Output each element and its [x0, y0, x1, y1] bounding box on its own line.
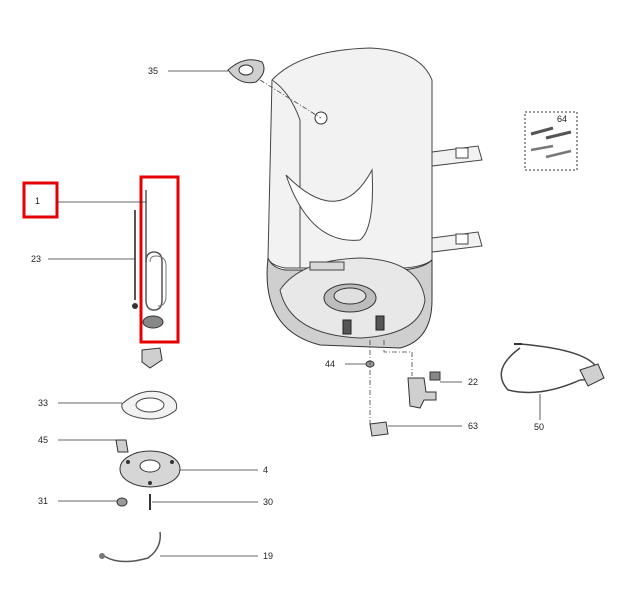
label-30: 30	[263, 497, 273, 507]
label-63: 63	[468, 421, 478, 431]
water-heater-tank[interactable]	[266, 47, 433, 349]
label-1: 1	[35, 196, 40, 206]
part-1-heating-element[interactable]	[142, 190, 167, 329]
part-63-drain-fitting[interactable]	[369, 421, 389, 437]
label-45: 45	[38, 435, 48, 445]
label-64: 64	[557, 114, 567, 124]
label-4: 4	[263, 465, 268, 475]
element-clamp	[141, 347, 163, 369]
part-19-thermostat-cable[interactable]	[99, 531, 161, 563]
highlight-box-part-1-element	[139, 175, 180, 344]
part-33-gasket[interactable]	[121, 390, 178, 420]
wall-bracket-lower	[431, 231, 483, 253]
part-22-safety-valve[interactable]	[407, 371, 441, 409]
label-44: 44	[325, 359, 335, 369]
part-31-nut[interactable]	[116, 497, 128, 507]
part-23-anode-rod[interactable]	[132, 210, 138, 309]
part-64-fixing-kit[interactable]	[524, 111, 578, 171]
label-19: 19	[263, 551, 273, 561]
wall-bracket-upper	[431, 145, 483, 167]
label-22: 22	[468, 377, 478, 387]
label-50: 50	[534, 422, 544, 432]
part-50-power-cable[interactable]	[500, 343, 605, 394]
part-35-knob[interactable]	[227, 59, 265, 84]
label-33: 33	[38, 398, 48, 408]
part-45-fitting[interactable]	[115, 439, 129, 453]
part-4-flange[interactable]	[119, 450, 181, 488]
label-31: 31	[38, 496, 48, 506]
highlight-box-label-1	[22, 181, 59, 219]
label-23: 23	[31, 254, 41, 264]
label-35: 35	[148, 66, 158, 76]
